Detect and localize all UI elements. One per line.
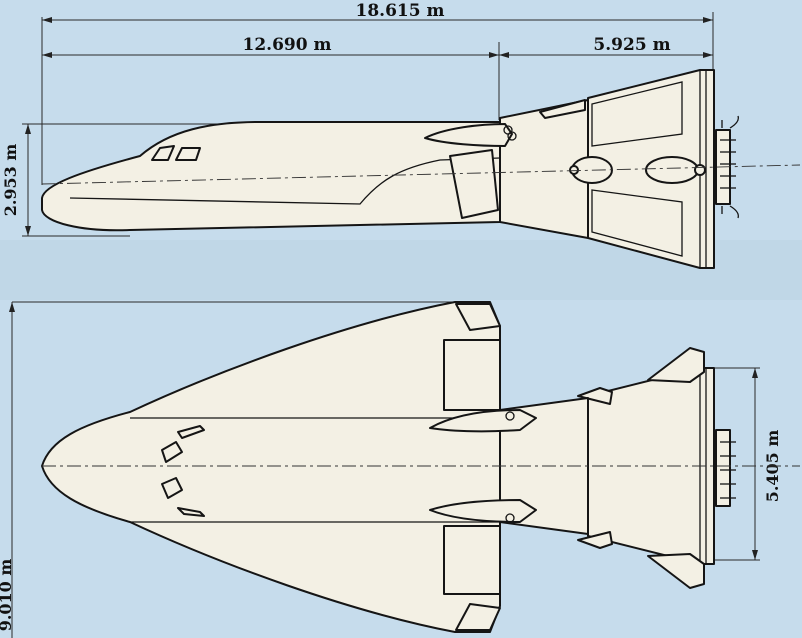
pod-side bbox=[424, 123, 513, 147]
pod-top-2 bbox=[429, 499, 537, 523]
top-window-1 bbox=[177, 425, 205, 439]
side-window-1 bbox=[151, 145, 175, 161]
thruster-side-2 bbox=[645, 156, 699, 184]
fuselage-side bbox=[41, 121, 501, 232]
elevon-lower bbox=[443, 525, 501, 595]
top-window-2 bbox=[161, 441, 183, 463]
top-window-3 bbox=[161, 477, 183, 499]
side-view bbox=[41, 69, 801, 269]
side-window-2 bbox=[175, 147, 201, 161]
top-window-4 bbox=[177, 507, 205, 517]
dimension-lines bbox=[9, 12, 760, 638]
side-centerline bbox=[41, 164, 801, 185]
overall-length-label: 18.615 m bbox=[356, 1, 445, 21]
elevon-upper bbox=[443, 339, 501, 411]
wingspan-label: 9.010 m bbox=[0, 559, 15, 632]
top-view bbox=[41, 301, 800, 633]
fin-side bbox=[449, 149, 499, 219]
pod-top-1 bbox=[429, 409, 537, 433]
aft-section-length-label: 5.925 m bbox=[593, 35, 670, 55]
fuselage-length-label: 12.690 m bbox=[243, 35, 332, 55]
height-label: 2.953 m bbox=[1, 144, 20, 217]
